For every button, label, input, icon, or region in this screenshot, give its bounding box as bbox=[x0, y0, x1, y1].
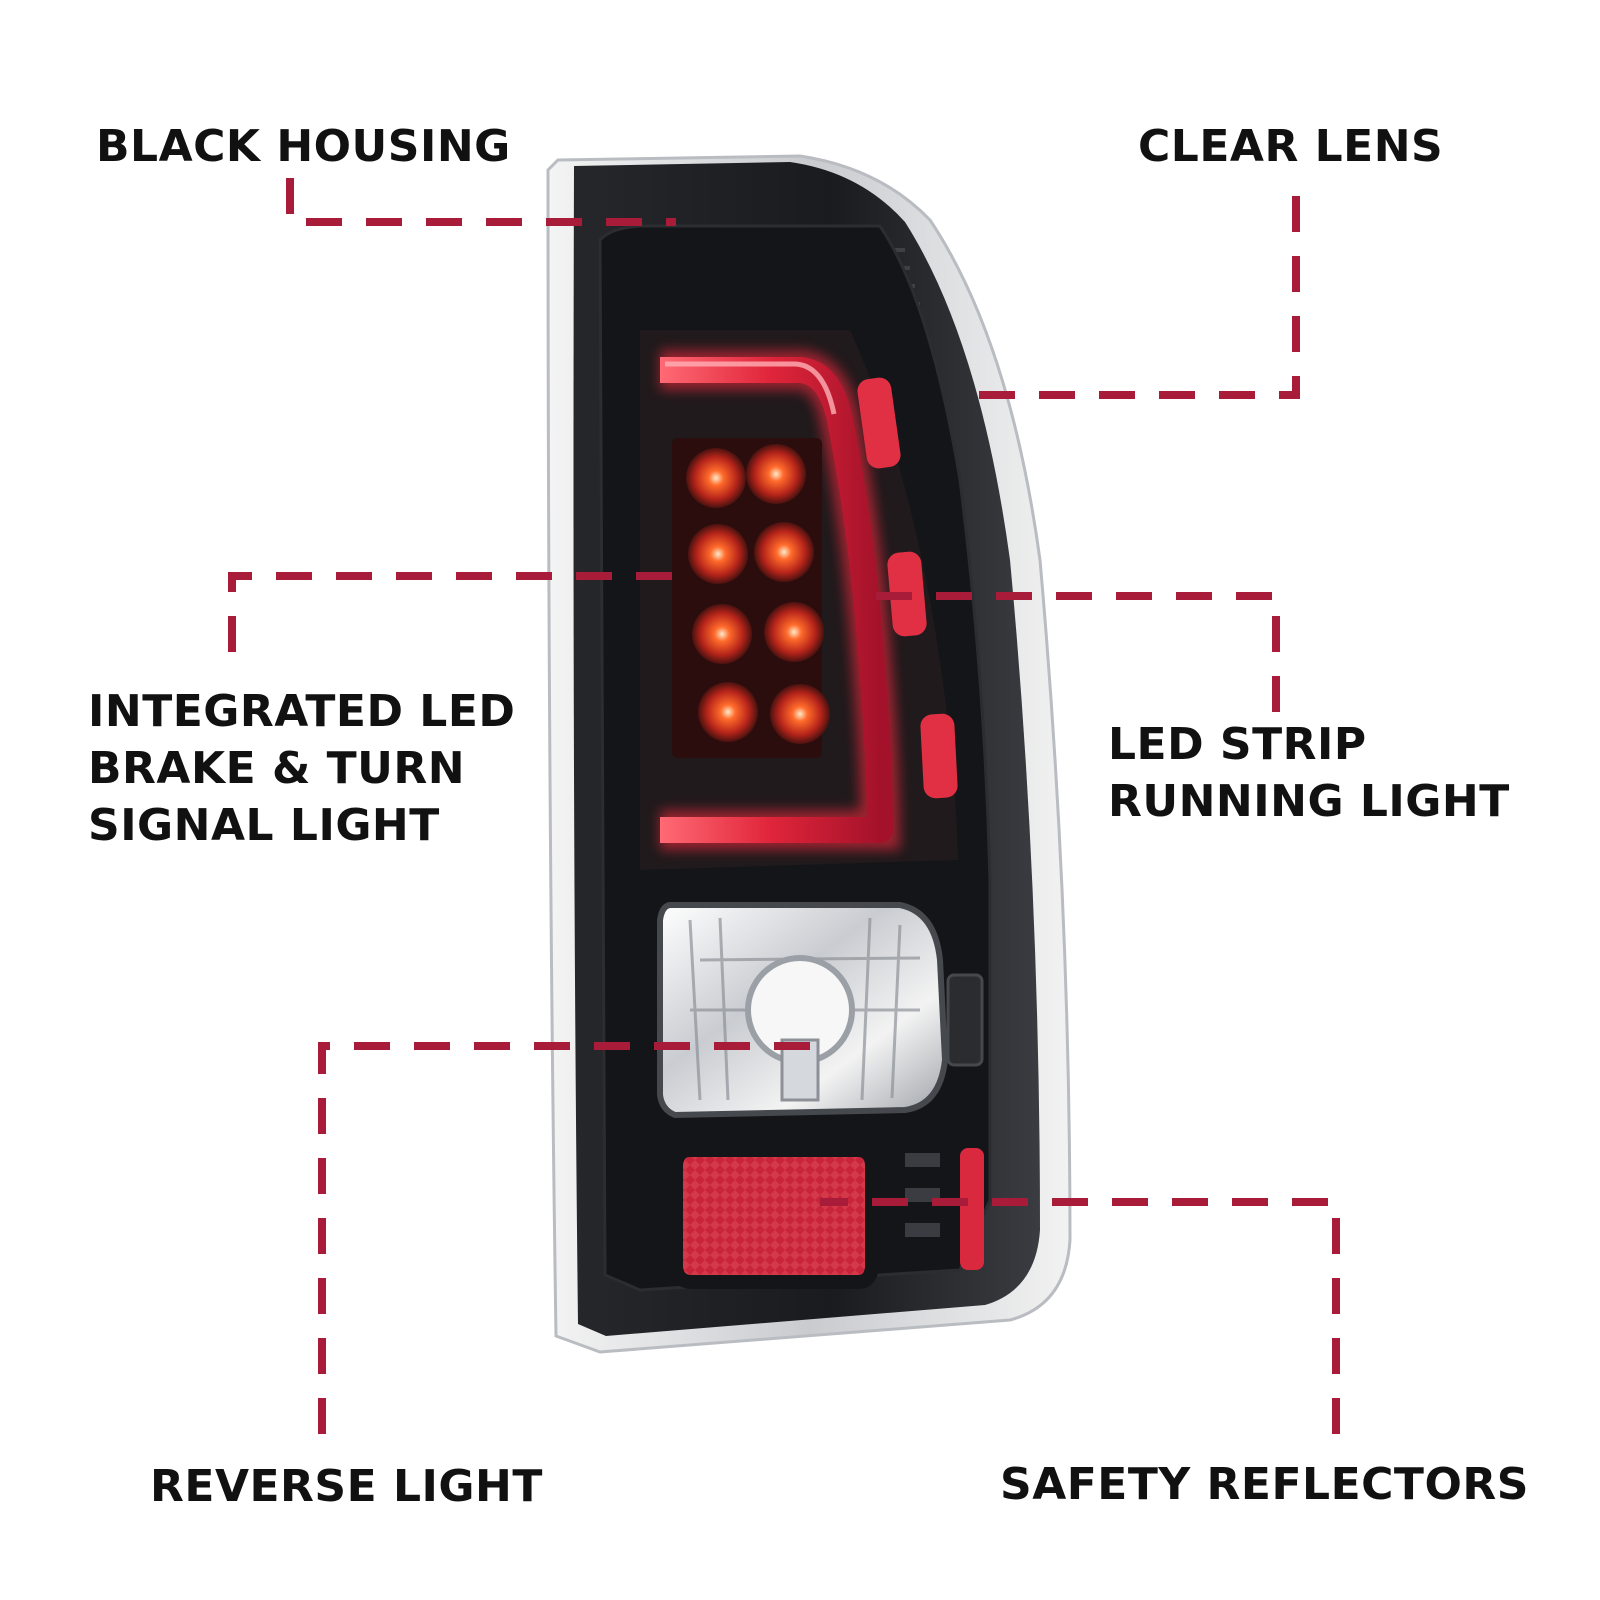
led-1 bbox=[686, 448, 746, 508]
callout-line-led-strip bbox=[866, 592, 1280, 712]
label-integrated-led-line-3: SIGNAL LIGHT bbox=[88, 800, 440, 851]
reflector-side-strip bbox=[960, 1148, 984, 1270]
label-integrated-led-line-1: INTEGRATED LED bbox=[88, 686, 516, 737]
label-integrated-led-line-2: BRAKE & TURN bbox=[88, 743, 466, 794]
callout-line-clear-lens bbox=[972, 196, 1300, 399]
safety-reflector bbox=[669, 1143, 879, 1289]
led-6 bbox=[764, 602, 824, 662]
callout-line-safety-reflectors bbox=[820, 1198, 1340, 1434]
led-5 bbox=[692, 604, 752, 664]
side-segment-1 bbox=[857, 377, 901, 469]
reverse-light-facets bbox=[688, 917, 921, 1101]
led-strip-highlight bbox=[665, 361, 837, 415]
led-7 bbox=[698, 682, 758, 742]
label-clear-lens: CLEAR LENS bbox=[1138, 121, 1444, 172]
reflector-clips bbox=[905, 1153, 940, 1237]
led-strip-tube bbox=[660, 357, 893, 843]
callout-line-black-housing bbox=[286, 178, 676, 226]
label-black-housing: BLACK HOUSING bbox=[96, 121, 511, 172]
side-segment-3 bbox=[920, 713, 958, 799]
led-8 bbox=[770, 684, 830, 744]
label-integrated-led: INTEGRATED LED BRAKE & TURN SIGNAL LIGHT bbox=[88, 683, 515, 854]
label-led-strip: LED STRIP RUNNING LIGHT bbox=[1108, 716, 1510, 830]
label-led-strip-line-1: LED STRIP bbox=[1108, 719, 1367, 770]
led-4 bbox=[754, 522, 814, 582]
label-reverse-light: REVERSE LIGHT bbox=[150, 1461, 543, 1512]
label-led-strip-line-2: RUNNING LIGHT bbox=[1108, 776, 1510, 827]
label-safety-reflectors: SAFETY REFLECTORS bbox=[1000, 1459, 1529, 1510]
reverse-side-vent bbox=[946, 973, 984, 1067]
led-grid bbox=[672, 438, 822, 758]
callout-line-integrated-led bbox=[228, 572, 696, 652]
callout-line-reverse-light bbox=[318, 1042, 826, 1434]
led-2 bbox=[746, 444, 806, 504]
led-3 bbox=[688, 524, 748, 584]
